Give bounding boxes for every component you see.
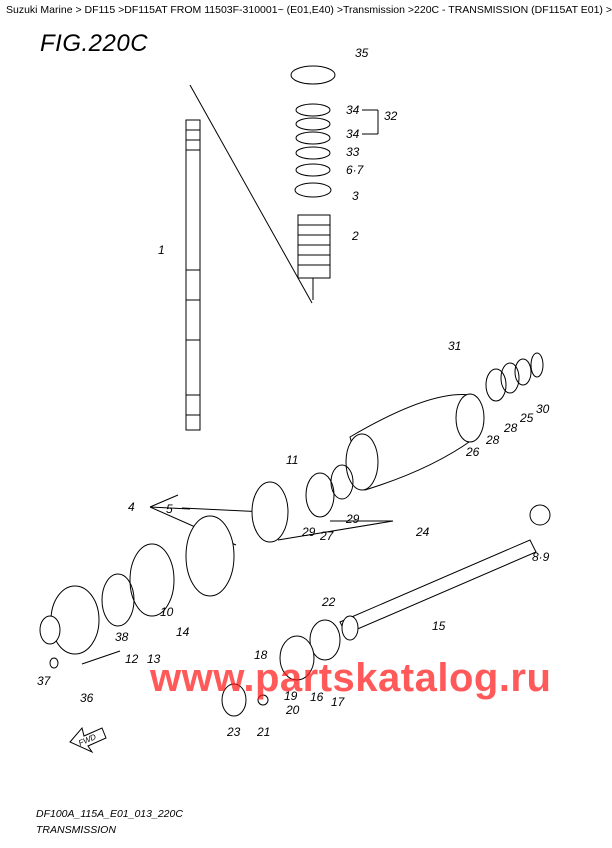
callout-34-lower[interactable]: 34 (346, 127, 360, 141)
callout-20[interactable]: 20 (285, 703, 300, 717)
watermark: www.partskatalog.ru (150, 656, 552, 700)
callout-36[interactable]: 36 (80, 691, 94, 705)
callout-2[interactable]: 2 (351, 229, 359, 243)
callout-25[interactable]: 25 (519, 411, 534, 425)
callout-19[interactable]: 19 (284, 689, 298, 703)
figure-title: FIG.220C (40, 30, 149, 57)
callout-5[interactable]: 5 (166, 502, 173, 516)
callout-29-b[interactable]: 29 (301, 525, 316, 539)
callout-35[interactable]: 35 (355, 46, 369, 60)
callout-12[interactable]: 12 (125, 652, 139, 666)
callout-26[interactable]: 26 (465, 445, 480, 459)
callout-14[interactable]: 14 (176, 625, 190, 639)
callout-29-a[interactable]: 29 (345, 512, 360, 526)
callout-27[interactable]: 27 (319, 529, 335, 543)
callout-10[interactable]: 10 (160, 605, 174, 619)
callout-30[interactable]: 30 (536, 402, 550, 416)
callout-13[interactable]: 13 (147, 652, 161, 666)
breadcrumb[interactable]: Suzuki Marine > DF115 >DF115AT FROM 1150… (6, 4, 612, 16)
callout-32[interactable]: 32 (384, 109, 398, 123)
callout-11[interactable]: 11 (286, 453, 298, 467)
callout-37[interactable]: 37 (37, 674, 52, 688)
callout-18[interactable]: 18 (254, 648, 268, 662)
callout-33[interactable]: 33 (346, 145, 360, 159)
callout-3[interactable]: 3 (352, 189, 359, 203)
callout-22[interactable]: 22 (321, 595, 336, 609)
callout-24[interactable]: 24 (415, 525, 430, 539)
callout-31[interactable]: 31 (448, 339, 461, 353)
callout-4[interactable]: 4 (128, 500, 135, 514)
callout-6-7[interactable]: 6·7 (346, 163, 365, 177)
callout-16[interactable]: 16 (310, 690, 324, 704)
callout-28-b[interactable]: 28 (485, 433, 500, 447)
callout-28-a[interactable]: 28 (503, 421, 518, 435)
callout-34-upper[interactable]: 34 (346, 103, 360, 117)
callout-17[interactable]: 17 (331, 695, 346, 709)
callout-8-9[interactable]: 8·9 (532, 550, 550, 564)
callout-15[interactable]: 15 (432, 619, 446, 633)
callout-21[interactable]: 21 (256, 725, 270, 739)
diagram-name: TRANSMISSION (36, 824, 116, 836)
fwd-arrow-icon: FWD (69, 726, 107, 754)
callout-1[interactable]: 1 (158, 243, 165, 257)
callout-23[interactable]: 23 (226, 725, 241, 739)
callout-38[interactable]: 38 (115, 630, 129, 644)
diagram-code: DF100A_115A_E01_013_220C (36, 808, 183, 820)
